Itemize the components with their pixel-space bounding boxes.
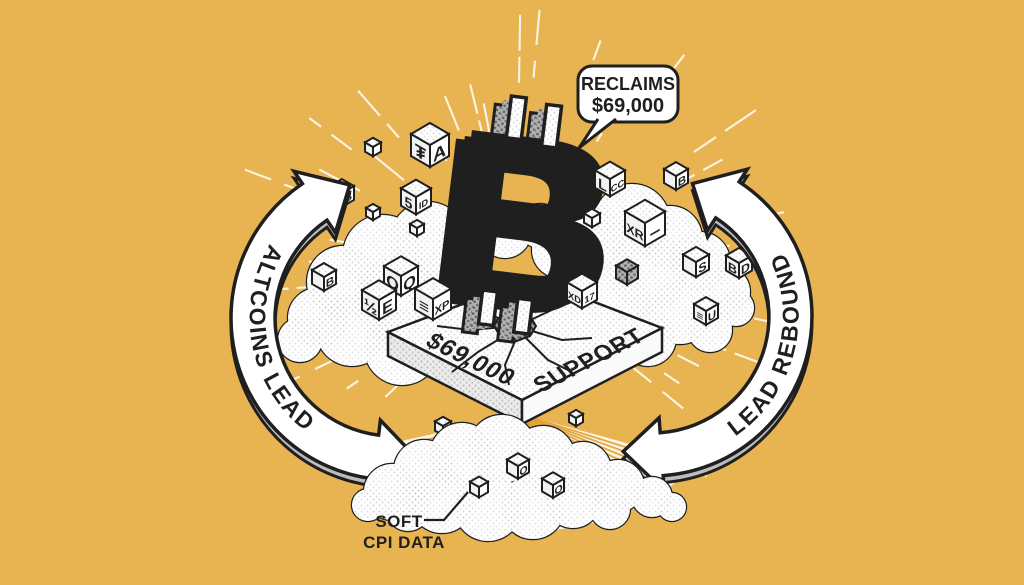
svg-text:U: U [708, 307, 716, 325]
svg-text:ID: ID [419, 197, 428, 213]
crypto-cube: B [662, 160, 690, 192]
crypto-cube [582, 207, 602, 230]
crypto-cube: S [681, 245, 711, 279]
crypto-cube: B [310, 261, 338, 293]
svg-text:–: – [650, 218, 661, 245]
crypto-cube [567, 408, 585, 428]
crypto-cube: O [505, 452, 531, 481]
cpi-label: SOFT CPI DATA [363, 491, 469, 552]
svg-text:½: ½ [364, 294, 377, 320]
crypto-cube: ≡U [692, 295, 720, 327]
svg-text:Q: Q [403, 270, 416, 296]
speech-bubble-tail [577, 117, 617, 150]
svg-text:17: 17 [584, 290, 595, 306]
cpi-pointer-line [424, 491, 469, 522]
crypto-cube: O [540, 471, 566, 500]
crypto-cubes-front: OO [468, 452, 566, 500]
svg-text:B: B [326, 273, 334, 291]
svg-text:B: B [678, 172, 686, 190]
crypto-cube: ≡XP [413, 276, 453, 322]
cpi-line2: CPI DATA [363, 533, 445, 552]
svg-text:D: D [741, 259, 750, 278]
svg-text:≡: ≡ [419, 293, 429, 318]
svg-text:₮: ₮ [415, 140, 426, 167]
svg-text:≡: ≡ [697, 308, 704, 325]
crypto-cube [363, 136, 383, 159]
svg-text:A: A [433, 139, 446, 167]
crypto-cube: ₮A [409, 121, 451, 169]
svg-text:5: 5 [405, 194, 413, 215]
crypto-cube [408, 218, 426, 238]
crypto-cube: 5 ID [399, 178, 433, 217]
svg-text:S: S [698, 258, 706, 277]
crypto-cube [364, 202, 382, 222]
crypto-cube: XR– [623, 198, 667, 248]
bubble-line2: $69,000 [592, 95, 664, 117]
svg-text:E: E [382, 294, 393, 319]
cpi-line1: SOFT [375, 512, 422, 531]
crypto-cube [614, 258, 640, 287]
svg-text:B: B [728, 259, 737, 278]
crypto-cube [468, 475, 490, 500]
right-arrow-band [620, 166, 814, 495]
svg-text:O: O [519, 463, 527, 479]
bubble-line1: RECLAIMS [581, 74, 675, 94]
speech-bubble: RECLAIMS $69,000 [576, 64, 680, 150]
speech-bubble-body [576, 64, 680, 124]
svg-text:L: L [598, 175, 607, 196]
svg-text:O: O [554, 482, 562, 498]
